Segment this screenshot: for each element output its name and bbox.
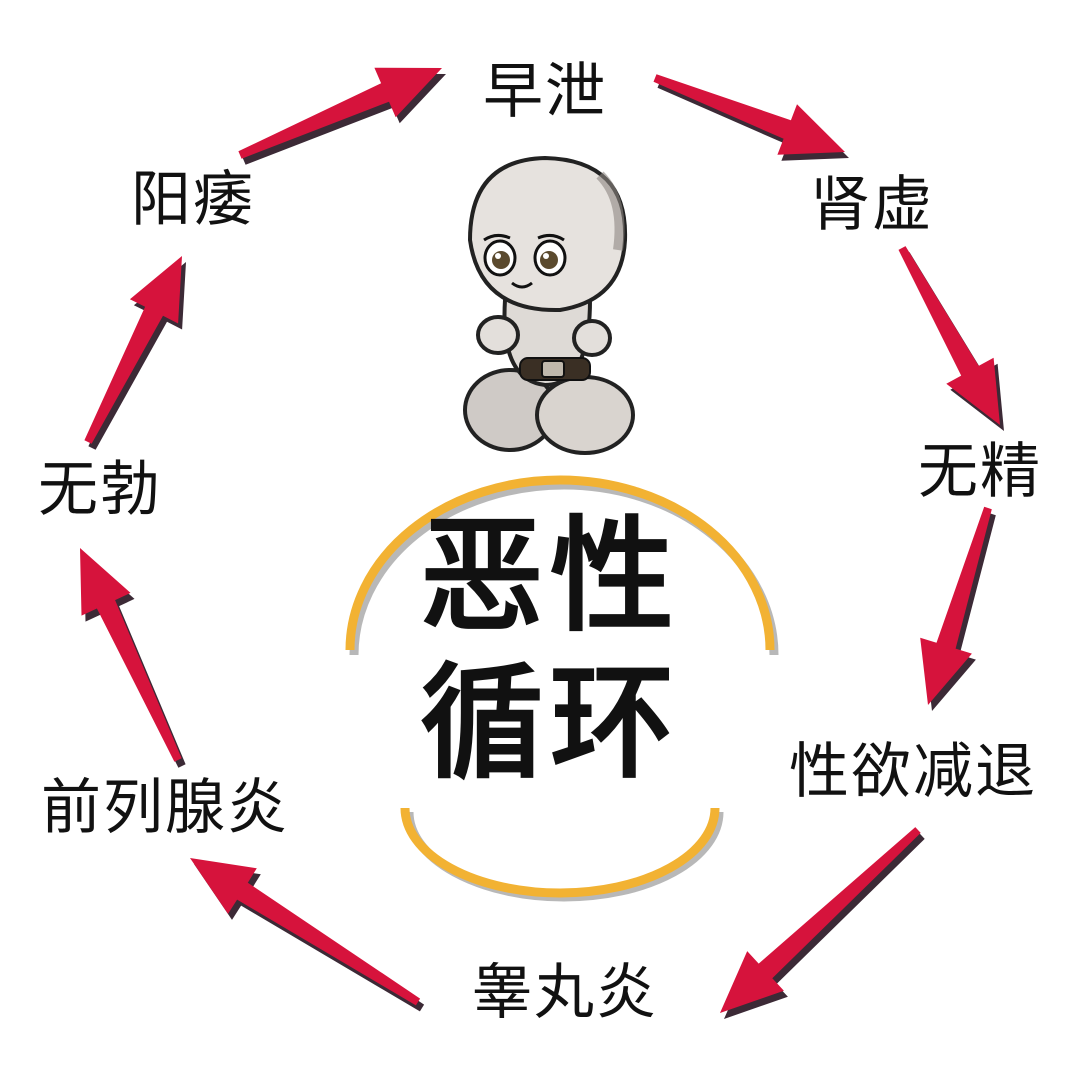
node-wujing: 无精 — [918, 437, 1042, 507]
cycle-arrow-4 — [190, 858, 421, 1006]
cycle-arrow-2 — [920, 506, 992, 705]
node-gaowan: 睾丸炎 — [472, 958, 658, 1028]
cycle-arrow-5 — [80, 548, 182, 762]
lower-arc-shadow — [404, 811, 724, 902]
node-xingyu: 性欲减退 — [789, 737, 1037, 807]
lower-arc — [400, 807, 720, 898]
cycle-arrows — [80, 67, 1004, 1019]
title-line-1: 恶性 — [419, 505, 681, 649]
cycle-arrow-3 — [720, 827, 921, 1013]
node-qianliexian: 前列腺炎 — [41, 773, 289, 843]
cartoon-mascot-icon — [463, 155, 635, 455]
cycle-arrow-1 — [898, 246, 1000, 425]
node-wubo: 无勃 — [38, 455, 162, 525]
cycle-arrow-6 — [84, 256, 182, 444]
upper-arc — [345, 475, 775, 651]
node-zaoxie: 早泄 — [483, 57, 607, 127]
cycle-arrow-7 — [238, 67, 442, 159]
node-yangwei: 阳痿 — [131, 165, 255, 235]
center-arcs — [345, 475, 779, 902]
cycle-arrow-0 — [653, 74, 845, 155]
title-line-2: 循环 — [419, 652, 681, 796]
node-shenxu: 肾虚 — [810, 170, 934, 240]
